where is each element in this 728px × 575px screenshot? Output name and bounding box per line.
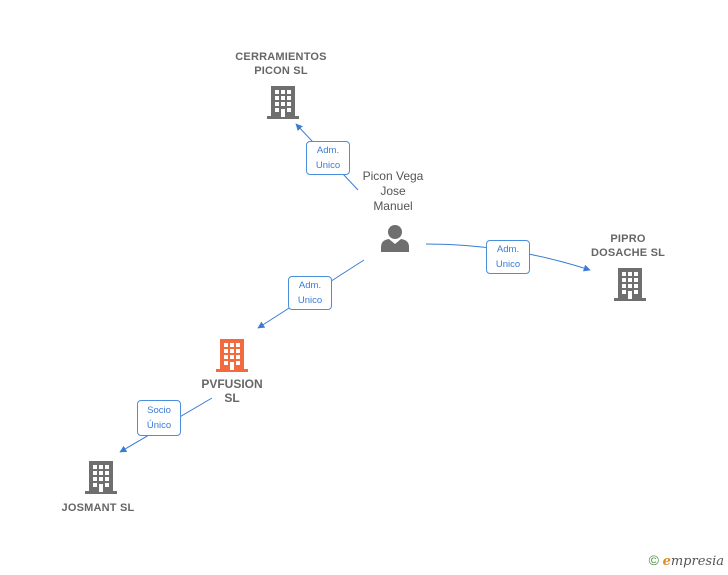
person-icon[interactable]: [380, 224, 410, 252]
company-name-line2: SL: [224, 391, 240, 405]
brand-logo: empresia: [663, 554, 724, 569]
company-name-line1: PIPRO: [610, 233, 646, 245]
company-label-pvfusion[interactable]: PVFUSION SL: [182, 377, 282, 405]
edge-label-adm-unico[interactable]: Adm. Unico: [486, 240, 530, 274]
person-name-line3: Manuel: [373, 199, 413, 213]
brand-initial: e: [662, 554, 671, 569]
building-icon[interactable]: [267, 84, 299, 120]
person-label[interactable]: Picon Vega Jose Manuel: [348, 169, 438, 214]
edge-label-line2: Unico: [495, 259, 521, 270]
edge-label-line2: Unico: [297, 295, 323, 306]
copyright-symbol: ©: [648, 552, 659, 568]
person-name-line1: Picon Vega: [362, 169, 424, 183]
brand-name: mpresia: [670, 554, 724, 569]
edge-label-adm-unico[interactable]: Adm. Unico: [306, 141, 350, 175]
empresia-credit[interactable]: © empresia: [649, 552, 724, 569]
building-icon[interactable]: [85, 459, 117, 495]
company-name-line1: PVFUSION: [201, 377, 263, 391]
company-label-josmant[interactable]: JOSMANT SL: [48, 501, 148, 515]
company-name-line1: JOSMANT SL: [61, 502, 135, 514]
edge-label-adm-unico[interactable]: Adm. Unico: [288, 276, 332, 310]
company-name-line1: CERRAMIENTOS: [235, 51, 327, 63]
company-label-pipro[interactable]: PIPRO DOSACHE SL: [578, 232, 678, 260]
company-name-line2: DOSACHE SL: [590, 247, 666, 259]
company-name-line2: PICON SL: [254, 65, 308, 77]
edge-label-line2: Único: [146, 420, 172, 431]
building-icon[interactable]: [614, 266, 646, 302]
company-label-cerramientos[interactable]: CERRAMIENTOS PICON SL: [218, 50, 344, 78]
person-name-line2: Jose: [380, 184, 406, 198]
edge-label-line1: Adm.: [298, 280, 322, 291]
edge-label-line1: Adm.: [496, 244, 520, 255]
edge-label-line2: Unico: [315, 160, 341, 171]
edge-label-line1: Adm.: [316, 145, 340, 156]
building-icon[interactable]: [216, 337, 248, 373]
edge-label-line1: Socio: [147, 405, 171, 416]
edge-label-socio-unico[interactable]: Socio Único: [137, 400, 181, 436]
